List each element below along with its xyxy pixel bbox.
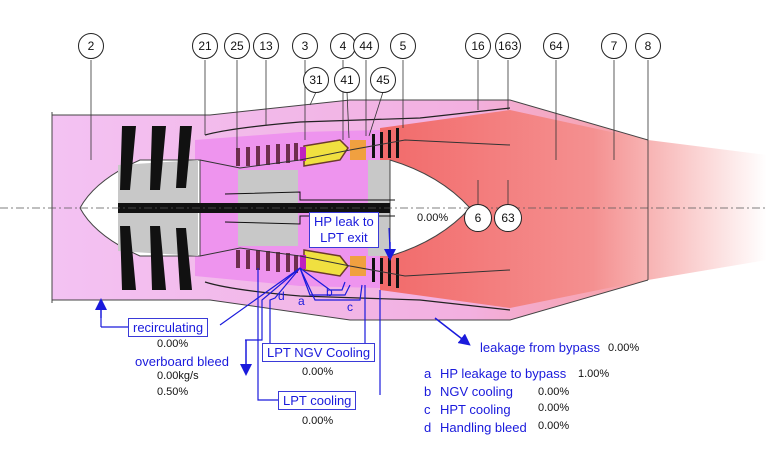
legend-label: Handling bleed <box>440 420 527 435</box>
letter-c: c <box>347 300 353 314</box>
lpt-ngv-value: 0.00% <box>302 366 334 378</box>
leakage-arrow <box>434 317 471 346</box>
leakage-label: leakage from bypass <box>480 340 600 355</box>
letter-b: b <box>326 285 333 299</box>
hp-leak-line1: HP leak to <box>314 214 374 229</box>
station-circle-31: 31 <box>303 67 329 93</box>
hp-leak-line2: LPT exit <box>320 230 368 245</box>
legend-label: HP leakage to bypass <box>440 366 567 381</box>
legend-row-b: b NGV cooling 0.00% <box>424 384 569 399</box>
letter-d: d <box>278 289 285 303</box>
combustor-top <box>303 139 349 167</box>
recirculating-label: recirculating <box>128 318 209 337</box>
legend-label: NGV cooling <box>440 384 513 399</box>
legend-row-a: a HP leakage to bypass 1.00% <box>424 366 609 381</box>
legend-value: 0.00% <box>538 402 570 414</box>
center-value: 0.00% <box>417 212 449 224</box>
fan-blades <box>120 126 192 290</box>
station-circle-7: 7 <box>601 33 627 59</box>
legend-value: 1.00% <box>578 368 610 380</box>
hpt-top <box>350 140 366 160</box>
station-circle-4: 4 <box>330 33 356 59</box>
hpt-bottom <box>350 256 366 276</box>
lpt-ngv-label: LPT NGV Cooling <box>262 343 376 362</box>
leakage-value: 0.00% <box>608 342 640 354</box>
outer-casing-bottom <box>52 279 649 321</box>
overboard-flow: 0.00kg/s <box>157 370 199 382</box>
station-circle-45: 45 <box>370 67 396 93</box>
hp-leak-box: HP leak to LPT exit <box>309 212 379 248</box>
station-circle-3: 3 <box>292 33 318 59</box>
lpt-cooling-value: 0.00% <box>302 415 334 427</box>
legend-key: a <box>424 366 432 381</box>
station-circle-41: 41 <box>334 67 360 93</box>
lp-shaft <box>118 203 390 213</box>
recirculating-value: 0.00% <box>157 338 189 350</box>
lpt-cooling-label: LPT cooling <box>278 391 357 410</box>
legend-key: b <box>424 384 432 399</box>
station-circle-8: 8 <box>635 33 661 59</box>
station-circle-21: 21 <box>192 33 218 59</box>
station-circle-2: 2 <box>78 33 104 59</box>
hp-compressor-bottom <box>236 250 298 273</box>
legend-label: HPT cooling <box>440 402 511 417</box>
legend-key: c <box>424 402 431 417</box>
legend-key: d <box>424 420 432 435</box>
station-circle-6: 6 <box>464 204 492 232</box>
overboard-label: overboard bleed <box>135 354 229 369</box>
overboard-pct: 0.50% <box>157 386 189 398</box>
station-circle-16: 16 <box>465 33 491 59</box>
station-circle-44: 44 <box>353 33 379 59</box>
station-circle-25: 25 <box>224 33 250 59</box>
legend-value: 0.00% <box>538 386 570 398</box>
station-circle-64: 64 <box>543 33 569 59</box>
legend-value: 0.00% <box>538 420 570 432</box>
station-circle-63: 63 <box>494 204 522 232</box>
legend-row-d: d Handling bleed 0.00% <box>424 420 569 435</box>
letter-a: a <box>298 294 305 308</box>
station-circle-163: 163 <box>495 33 521 59</box>
exhaust-plume <box>380 110 767 308</box>
station-circle-5: 5 <box>390 33 416 59</box>
hp-compressor-top <box>236 143 298 166</box>
legend-row-c: c HPT cooling 0.00% <box>424 402 569 417</box>
station-circle-13: 13 <box>253 33 279 59</box>
